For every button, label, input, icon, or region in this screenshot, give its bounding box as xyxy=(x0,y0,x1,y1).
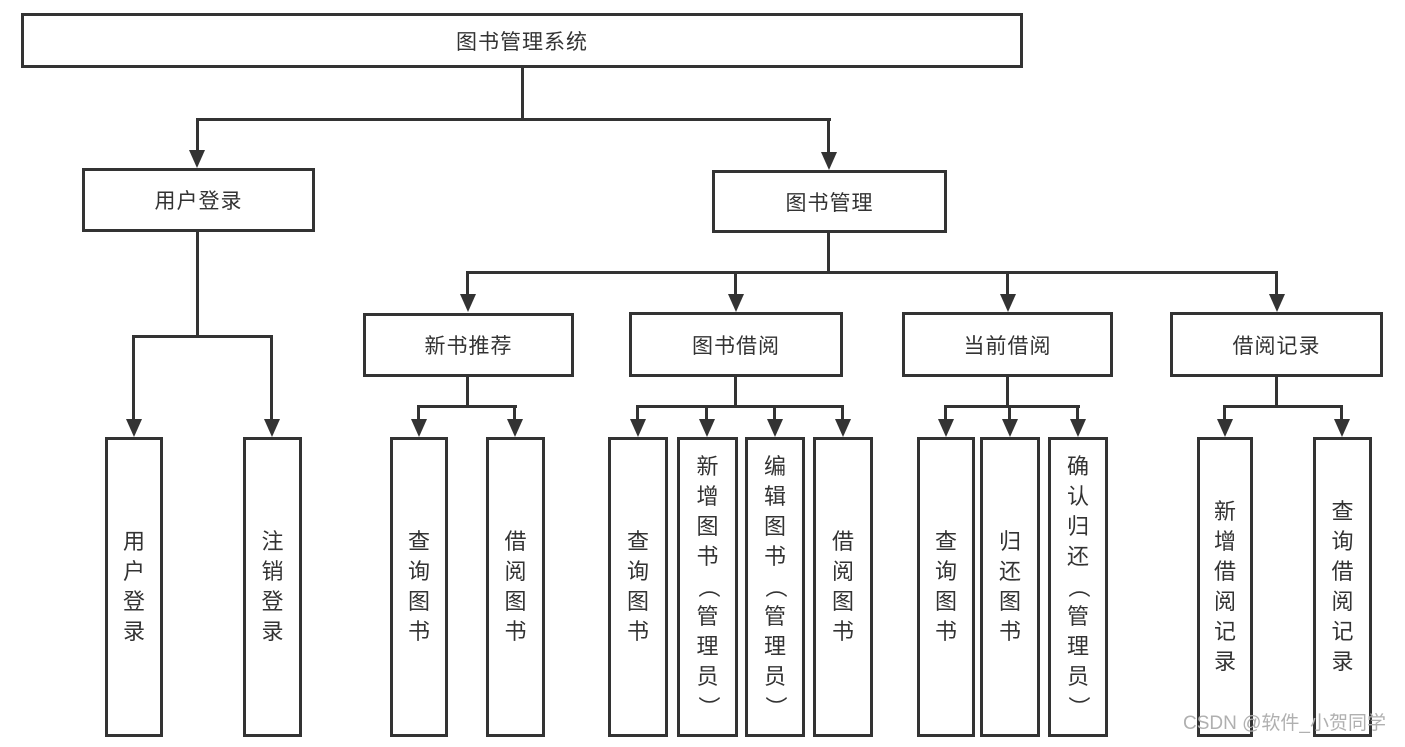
arrowhead-icon xyxy=(460,294,476,312)
connector-line xyxy=(1340,405,1343,419)
arrowhead-icon xyxy=(1334,419,1350,437)
connector-line xyxy=(841,405,844,419)
arrowhead-icon xyxy=(1269,294,1285,312)
arrowhead-icon xyxy=(1217,419,1233,437)
connector-line xyxy=(827,118,830,152)
connector-line xyxy=(1006,271,1009,294)
connector-line xyxy=(417,405,420,419)
arrowhead-icon xyxy=(835,419,851,437)
connector-line xyxy=(132,335,135,419)
connector-stem xyxy=(1275,377,1278,407)
connector-stem xyxy=(1006,377,1009,407)
connector-bar xyxy=(944,405,1080,408)
arrowhead-icon xyxy=(821,152,837,170)
leaf-query-books-recommend: 查询图书 xyxy=(390,437,448,737)
connector-line xyxy=(513,405,516,419)
leaf-logout: 注销登录 xyxy=(243,437,302,737)
arrowhead-icon xyxy=(264,419,280,437)
leaf-add-books-admin: 新增图书（管理员） xyxy=(677,437,738,737)
connector-stem xyxy=(466,377,469,407)
node-borrowing-records: 借阅记录 xyxy=(1170,312,1383,377)
connector-bar xyxy=(417,405,517,408)
arrowhead-icon xyxy=(1000,294,1016,312)
connector-line xyxy=(1223,405,1226,419)
connector-bar xyxy=(1223,405,1343,408)
arrowhead-icon xyxy=(767,419,783,437)
arrowhead-icon xyxy=(189,150,205,168)
connector-stem xyxy=(734,377,737,407)
connector-line xyxy=(270,335,273,419)
connector-line xyxy=(944,405,947,419)
leaf-user-login: 用户登录 xyxy=(105,437,163,737)
node-new-book-recommend: 新书推荐 xyxy=(363,313,574,377)
leaf-confirm-return-admin: 确认归还（管理员） xyxy=(1048,437,1108,737)
connector-line xyxy=(705,405,708,419)
connector-level2-bar xyxy=(197,118,831,121)
connector-line xyxy=(196,118,199,150)
node-current-borrowing: 当前借阅 xyxy=(902,312,1113,377)
connector-book-mgmt-stem xyxy=(827,233,830,274)
arrowhead-icon xyxy=(938,419,954,437)
connector-root-stem xyxy=(521,68,524,120)
connector-line xyxy=(734,271,737,294)
leaf-query-books-current: 查询图书 xyxy=(917,437,975,737)
leaf-query-books-borrowing: 查询图书 xyxy=(608,437,668,737)
arrowhead-icon xyxy=(411,419,427,437)
connector-line xyxy=(636,405,639,419)
node-user-login: 用户登录 xyxy=(82,168,315,232)
csdn-watermark: CSDN @软件_小贺同学 xyxy=(1183,713,1386,734)
arrowhead-icon xyxy=(728,294,744,312)
arrowhead-icon xyxy=(507,419,523,437)
leaf-query-borrow-record: 查询借阅记录 xyxy=(1313,437,1372,737)
connector-bar xyxy=(636,405,844,408)
leaf-add-borrow-record: 新增借阅记录 xyxy=(1197,437,1253,737)
connector-line xyxy=(466,271,469,294)
connector-line xyxy=(773,405,776,419)
leaf-borrow-books-borrowing: 借阅图书 xyxy=(813,437,873,737)
arrowhead-icon xyxy=(699,419,715,437)
node-book-management: 图书管理 xyxy=(712,170,947,233)
connector-user-login-bar xyxy=(132,335,273,338)
arrowhead-icon xyxy=(126,419,142,437)
leaf-return-books: 归还图书 xyxy=(980,437,1040,737)
leaf-edit-books-admin: 编辑图书（管理员） xyxy=(745,437,805,737)
connector-level3-bar xyxy=(466,271,1278,274)
connector-line xyxy=(1076,405,1079,419)
node-library-system: 图书管理系统 xyxy=(21,13,1023,68)
arrowhead-icon xyxy=(1002,419,1018,437)
node-book-borrowing: 图书借阅 xyxy=(629,312,843,377)
connector-user-login-stem xyxy=(196,232,199,337)
connector-line xyxy=(1275,271,1278,294)
arrowhead-icon xyxy=(1070,419,1086,437)
arrowhead-icon xyxy=(630,419,646,437)
connector-line xyxy=(1008,405,1011,419)
leaf-borrow-books-recommend: 借阅图书 xyxy=(486,437,545,737)
